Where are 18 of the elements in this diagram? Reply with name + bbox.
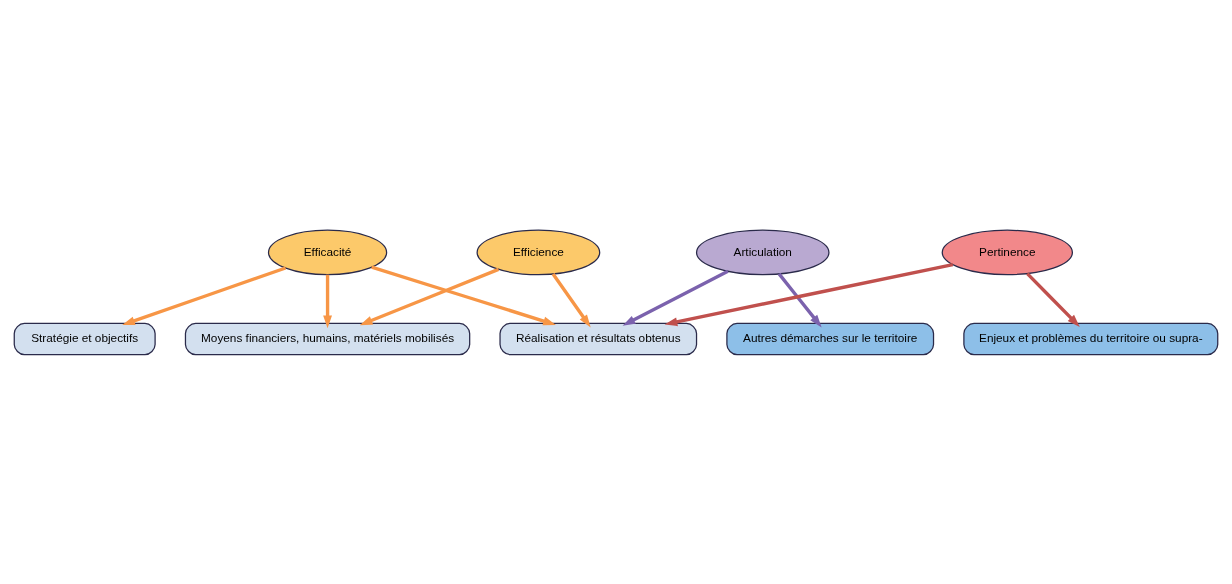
arrow bbox=[622, 269, 729, 326]
arrow bbox=[371, 265, 556, 325]
arrow bbox=[664, 262, 954, 326]
arrow bbox=[1026, 271, 1080, 327]
arrow bbox=[122, 265, 287, 325]
node-box: Moyens financiers, humains, matériels mobilisés bbox=[184, 322, 471, 355]
node-ellipse: Efficacité bbox=[267, 229, 388, 275]
node-ellipse: Articulation bbox=[695, 229, 830, 275]
node-box: Stratégie et objectifs bbox=[13, 322, 156, 355]
node-box: Autres démarches sur le territoire bbox=[726, 322, 935, 355]
arrow bbox=[551, 272, 591, 327]
arrow bbox=[359, 267, 500, 325]
node-box: Enjeux et problèmes du territoire ou supra- bbox=[963, 322, 1219, 355]
arrow bbox=[323, 274, 332, 328]
node-ellipse: Pertinence bbox=[941, 229, 1074, 275]
arrow bbox=[777, 272, 822, 327]
node-box: Réalisation et résultats obtenus bbox=[499, 322, 698, 355]
node-ellipse: Efficience bbox=[476, 229, 601, 275]
